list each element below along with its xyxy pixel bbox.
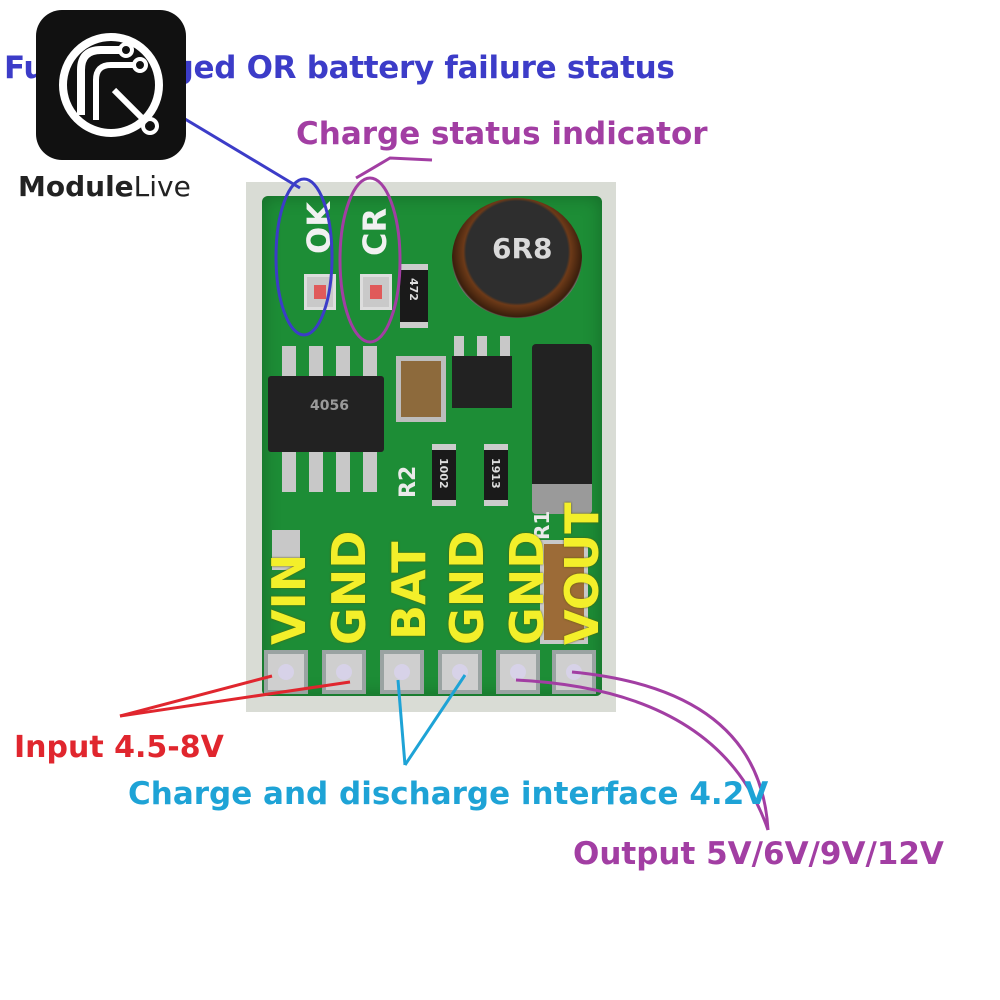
charger-ic: 4056 — [268, 376, 384, 452]
cr-callout-line — [355, 156, 433, 180]
brand-name-part2: Live — [133, 170, 191, 203]
circuit-icon — [59, 33, 163, 137]
ok-led-circle — [274, 177, 334, 337]
callout-interface: Charge and discharge interface 4.2V — [128, 776, 769, 812]
pad-gnd-1 — [322, 650, 366, 694]
transistor — [452, 356, 512, 408]
resistor-472: 472 — [400, 264, 428, 328]
input-line-2 — [119, 680, 351, 718]
ok-callout-line — [169, 108, 301, 190]
interface-line-2 — [403, 674, 467, 766]
resistor-1002: 1002 — [432, 444, 456, 506]
cr-led-circle — [338, 176, 402, 344]
ic-marking: 4056 — [310, 398, 349, 414]
brand-logo — [36, 10, 186, 160]
ic-pins-bottom — [282, 452, 378, 492]
inductor-marking: 6R8 — [492, 232, 553, 265]
brand-name-part1: Module — [18, 170, 134, 203]
interface-line-1 — [396, 679, 407, 766]
output-capacitor — [540, 540, 588, 644]
pad-gnd-2 — [438, 650, 482, 694]
transistor-pins — [454, 336, 510, 356]
pcb-board: 6R8 OK CR 472 4056 1002 1913 R2 R1 — [262, 196, 602, 696]
brand-name: ModuleLive — [18, 170, 191, 203]
pad-gnd-3 — [496, 650, 540, 694]
inductor: 6R8 — [452, 198, 582, 318]
led-cr — [360, 274, 392, 310]
output-line-2 — [571, 670, 770, 831]
input-line-1 — [119, 674, 273, 718]
callout-input: Input 4.5-8V — [14, 730, 224, 765]
output-line-1 — [515, 678, 770, 831]
input-capacitor — [272, 530, 300, 570]
resistor-1913: 1913 — [484, 444, 508, 506]
callout-output: Output 5V/6V/9V/12V — [573, 836, 944, 872]
diode — [532, 344, 592, 514]
capacitor — [396, 356, 446, 422]
pad-bat — [380, 650, 424, 694]
ic-pins-top — [282, 346, 378, 376]
callout-charge-status: Charge status indicator — [296, 116, 708, 152]
